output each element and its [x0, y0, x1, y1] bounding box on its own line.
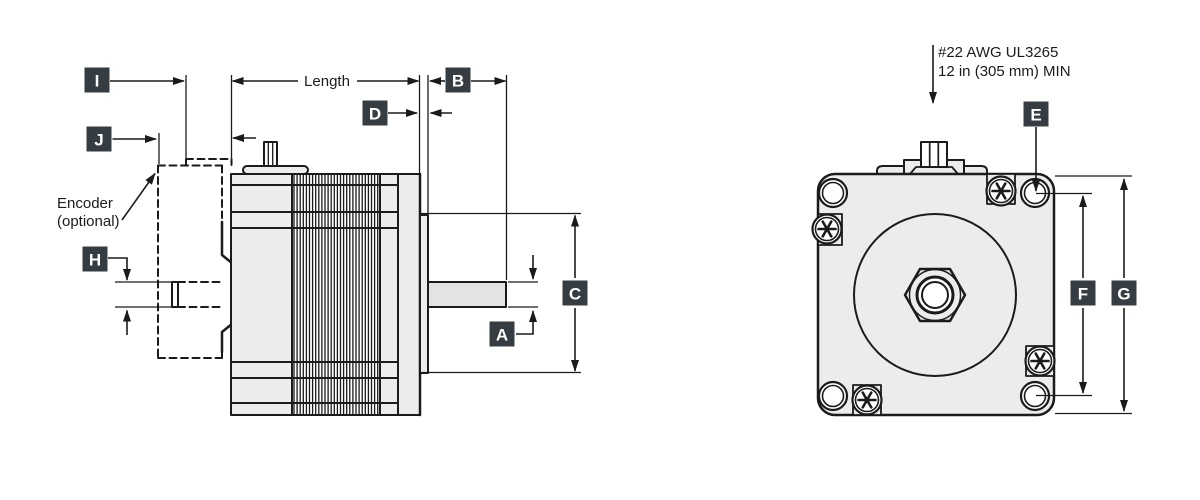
dim-i: I: [84, 67, 185, 93]
dim-label-e: E: [1030, 106, 1041, 125]
screw-right: [1024, 345, 1056, 377]
dim-label-d: D: [369, 105, 381, 124]
shaft-bore-inner: [921, 281, 949, 309]
dim-label-box-c: [562, 280, 588, 306]
wire-bundle-lines: [928, 142, 940, 167]
wire-exit-pin-lines: [267, 142, 274, 166]
dim-label-box-h: [82, 246, 108, 272]
lamination-hatch: [293, 175, 379, 414]
dim-b: B: [429, 67, 507, 93]
wire-bundle: [920, 141, 948, 168]
dim-line-a-bottom: [516, 310, 537, 335]
dim-label-box-e: [1023, 101, 1049, 127]
dim-line-h-top: [108, 257, 131, 281]
pilot-circle: [853, 213, 1017, 377]
screw-top: [985, 175, 1017, 207]
dim-j: J: [86, 126, 256, 152]
dim-label-b: B: [452, 72, 464, 91]
dim-label-box-i: [84, 67, 110, 93]
encoder-note-line2: (optional): [57, 213, 120, 230]
pilot-boss-side: [419, 214, 429, 374]
mounting-hole-bottom-left: [817, 380, 849, 412]
dim-a: A: [489, 255, 537, 347]
dim-g: G: [1111, 178, 1137, 412]
dim-label-f: F: [1078, 285, 1088, 304]
screw-bottom: [851, 384, 883, 416]
dim-label-box-d: [362, 100, 388, 126]
encoder-top-boss: [185, 158, 233, 167]
encoder-note-leader: [121, 172, 156, 221]
rear-shaft-hidden-lines: [177, 281, 223, 308]
wire-exit-pin: [263, 141, 278, 167]
dim-e: E: [1023, 101, 1049, 192]
shaft-hub: [903, 267, 967, 323]
dim-c: C: [562, 214, 588, 372]
wire-note-line1: #22 AWG UL3265: [938, 44, 1058, 61]
wire-note: #22 AWG UL3265 12 in (305 mm) MIN: [929, 44, 1071, 104]
assembly-screws: [811, 175, 1056, 416]
dim-length: Length: [231, 73, 420, 90]
front-shaft: [427, 281, 507, 308]
dim-label-box-j: [86, 126, 112, 152]
motor-body-side: [230, 141, 507, 417]
wire-exit-bump: [242, 165, 309, 175]
side-extension-lines: [158, 75, 581, 374]
hex-chamfer-circle: [908, 268, 962, 322]
dim-label-box-b: [445, 67, 471, 93]
dim-label-h: H: [89, 251, 101, 270]
rear-shaft: [115, 281, 223, 308]
wire-exit-front: [876, 141, 988, 175]
star-icon: [817, 220, 837, 238]
star-icon: [991, 182, 1011, 200]
dim-label-a: A: [496, 326, 508, 345]
encoder-note: Encoder (optional): [57, 172, 156, 230]
dim-label-j: J: [94, 131, 103, 150]
dim-label-box-f: [1070, 280, 1096, 306]
wire-note-line2: 12 in (305 mm) MIN: [938, 63, 1071, 80]
encoder-note-line1: Encoder: [57, 195, 113, 212]
length-label: Length: [304, 73, 350, 90]
encoder-outline: [157, 158, 233, 359]
star-icon: [857, 391, 877, 409]
extension-lines-c: [421, 212, 581, 374]
front-view: #22 AWG UL3265 12 in (305 mm) MIN E F: [811, 44, 1137, 417]
front-extension-lines: [1036, 175, 1132, 415]
dim-h: H: [82, 246, 131, 335]
mounting-hole-top-left: [817, 177, 849, 209]
rear-shaft-extension-lines: [115, 281, 172, 308]
dim-d: D: [362, 100, 452, 126]
star-icon: [1030, 352, 1050, 370]
screw-left: [811, 213, 843, 245]
end-bell-lines: [230, 184, 399, 404]
dim-label-c: C: [569, 285, 581, 304]
rear-shaft-end: [171, 281, 179, 308]
dim-f: F: [1070, 195, 1096, 394]
dim-label-i: I: [95, 72, 100, 91]
extension-lines-f: [1036, 192, 1092, 397]
dim-label-box-g: [1111, 280, 1137, 306]
extension-lines-g: [1055, 175, 1132, 415]
dim-label-g: G: [1117, 285, 1130, 304]
side-view: I Length B D J: [57, 67, 588, 417]
extension-lines-a: [508, 281, 538, 308]
dim-label-box-a: [489, 321, 515, 347]
